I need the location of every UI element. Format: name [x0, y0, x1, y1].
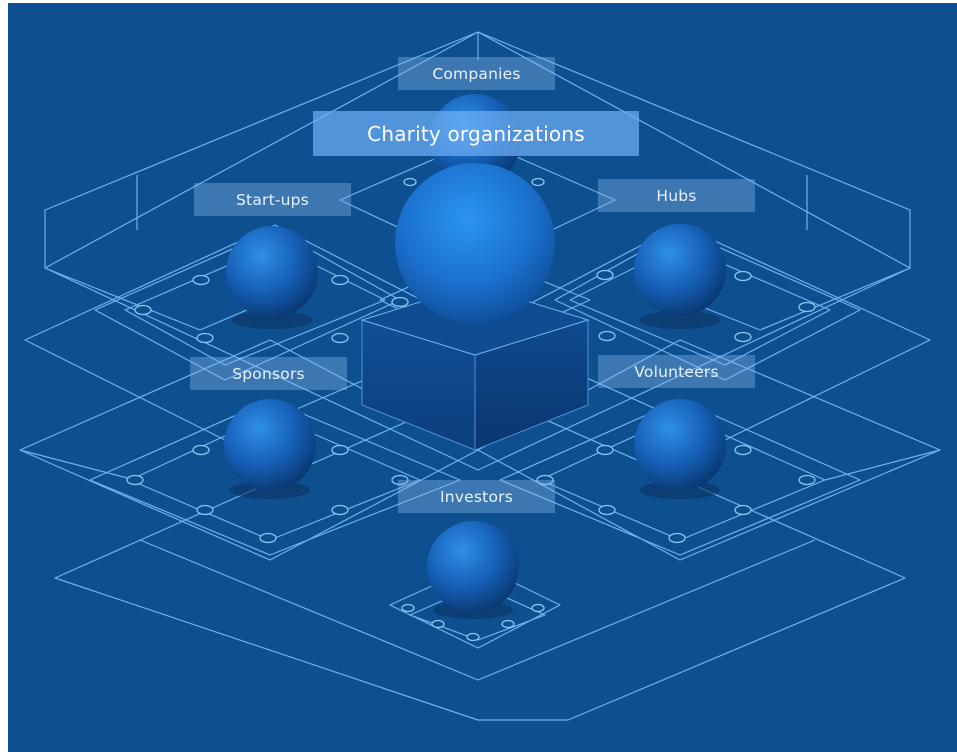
label-investors: Investors: [398, 480, 555, 513]
startups-sphere: [226, 226, 318, 318]
investors-sphere: [427, 521, 519, 613]
network-diagram: [19, 31, 941, 721]
diagram-canvas: Companies Charity organizations Start-up…: [8, 3, 957, 752]
label-sponsors: Sponsors: [190, 357, 347, 390]
volunteers-sphere: [634, 399, 726, 491]
label-volunteers: Volunteers: [598, 355, 755, 388]
label-charity-organizations: Charity organizations: [313, 111, 639, 156]
grid-lines: [19, 31, 941, 721]
label-start-ups: Start-ups: [194, 183, 351, 216]
hubs-sphere: [634, 224, 726, 316]
sponsors-sphere: [224, 399, 316, 491]
label-companies: Companies: [398, 57, 555, 90]
charity-sphere: [395, 163, 555, 323]
label-hubs: Hubs: [598, 179, 755, 212]
